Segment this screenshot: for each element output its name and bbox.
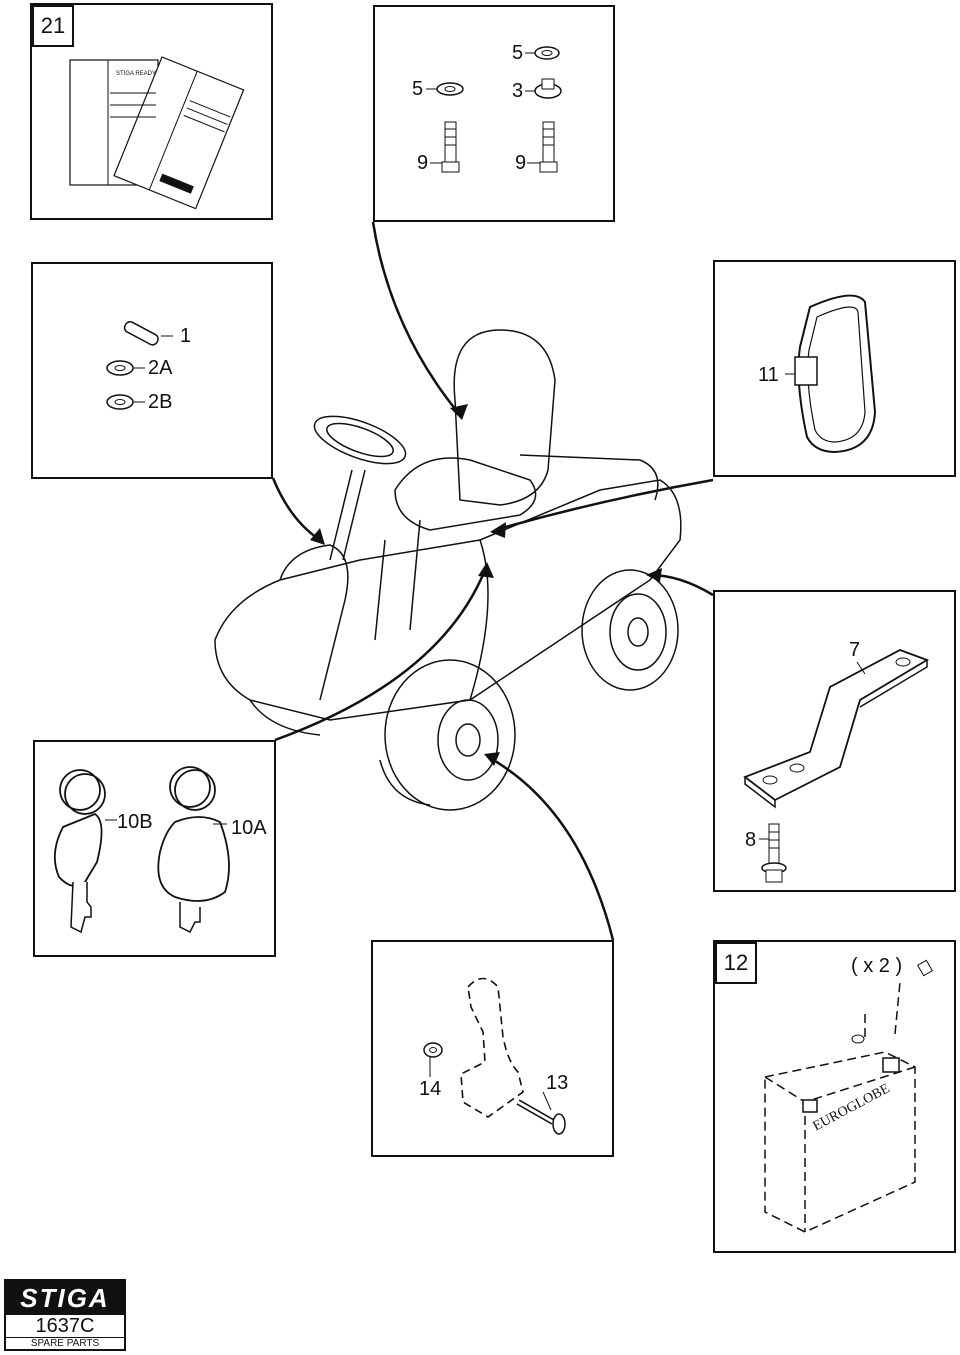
panel-pins: 1 2A 2B bbox=[31, 262, 273, 479]
battery-drawing bbox=[764, 959, 934, 1233]
label-1: 1 bbox=[180, 325, 192, 347]
label-3: 3 bbox=[512, 80, 524, 102]
manual-heading: STIGA READY bbox=[116, 71, 157, 77]
diagram-code: 1637C bbox=[6, 1315, 124, 1338]
label-5-left: 5 bbox=[412, 78, 424, 100]
stiga-logo: STIGA bbox=[6, 1281, 124, 1315]
lever-drawing bbox=[423, 977, 566, 1135]
label-10b: 10B bbox=[117, 811, 153, 833]
label-9-right: 9 bbox=[515, 152, 527, 174]
label-2a: 2A bbox=[148, 357, 173, 379]
quantity-note: ( x 2 ) bbox=[851, 955, 903, 977]
diagram-subtitle: SPARE PARTS bbox=[30, 1338, 100, 1349]
label-14: 14 bbox=[419, 1078, 442, 1100]
label-11: 11 bbox=[758, 364, 779, 386]
label-7: 7 bbox=[849, 639, 861, 661]
bracket-drawing bbox=[743, 649, 930, 883]
label-5-right: 5 bbox=[512, 42, 524, 64]
panel-strap: 11 bbox=[713, 260, 956, 477]
panel-bracket: 7 8 bbox=[713, 590, 956, 892]
stiga-logo-block: STIGA 1637C SPARE PARTS bbox=[4, 1279, 126, 1351]
panel-lever: 14 13 bbox=[371, 940, 614, 1157]
part-tag-12: 12 bbox=[715, 942, 757, 984]
label-2b: 2B bbox=[148, 391, 173, 413]
manuals-drawing bbox=[69, 56, 245, 210]
panel-bolts: 5 5 3 9 9 bbox=[373, 5, 615, 222]
label-13: 13 bbox=[546, 1072, 569, 1094]
bolts-drawing bbox=[426, 46, 562, 173]
label-10a: 10A bbox=[231, 817, 267, 839]
label-9-left: 9 bbox=[417, 152, 429, 174]
part-tag-21: 21 bbox=[32, 5, 74, 47]
label-8: 8 bbox=[745, 829, 757, 851]
panel-keys: 10B 10A bbox=[33, 740, 276, 957]
keys-drawing bbox=[53, 766, 230, 934]
pins-drawing bbox=[106, 321, 173, 410]
stiga-logo-text: STIGA bbox=[20, 1283, 110, 1313]
panel-battery: 12 ( x 2 ) EUROGLOBE bbox=[713, 940, 956, 1253]
panel-manuals: 21 STIGA READY bbox=[30, 3, 273, 220]
strap-drawing bbox=[785, 294, 877, 454]
